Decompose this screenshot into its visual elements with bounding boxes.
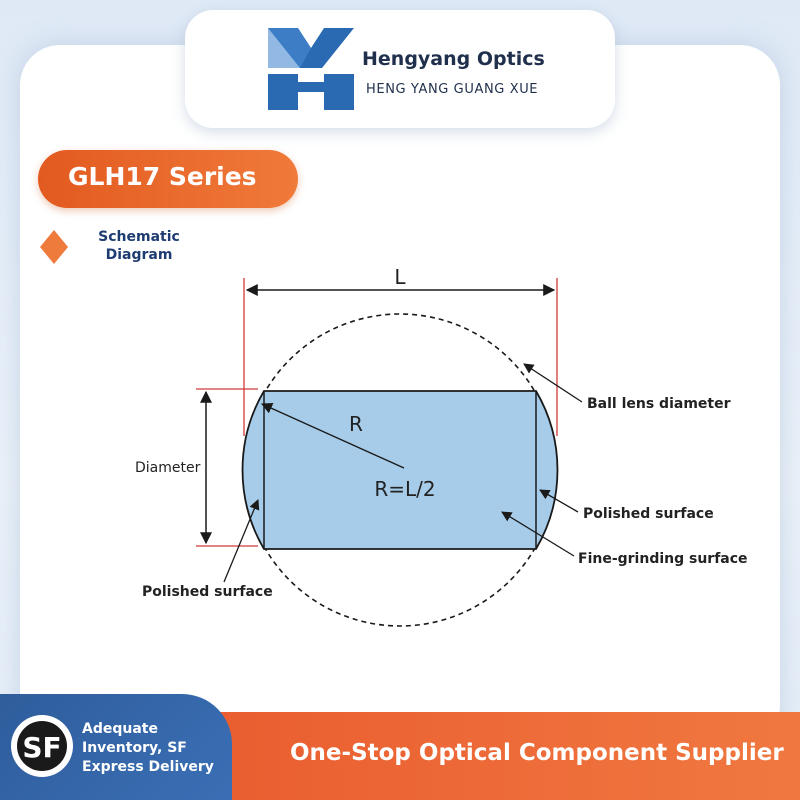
sf-express-icon: SF bbox=[11, 715, 73, 777]
radius-formula: R=L/2 bbox=[374, 477, 435, 501]
footer-slogan: One-Stop Optical Component Supplier bbox=[290, 740, 784, 766]
fine-grinding-label: Fine-grinding surface bbox=[578, 551, 748, 567]
polished-surface-right-label: Polished surface bbox=[583, 506, 714, 522]
polished-surface-left-label: Polished surface bbox=[142, 584, 273, 600]
header-panel bbox=[185, 10, 615, 128]
brand-name: Hengyang Optics bbox=[362, 48, 545, 70]
diameter-label: Diameter bbox=[135, 460, 201, 476]
lens-body bbox=[241, 390, 559, 550]
footer-text-line1: Adequate bbox=[82, 721, 158, 737]
schematic-diagram-label: Schematic Diagram bbox=[84, 228, 194, 264]
svg-text:SF: SF bbox=[22, 731, 61, 764]
footer-text-line2: Inventory, SF bbox=[82, 740, 187, 756]
ball-lens-leader bbox=[523, 363, 583, 403]
fine-grinding-leader bbox=[501, 511, 575, 557]
brand-subtitle: HENG YANG GUANG XUE bbox=[366, 82, 539, 97]
ball-lens-diameter-label: Ball lens diameter bbox=[587, 396, 731, 412]
polished-left-leader bbox=[223, 499, 260, 583]
series-title: GLH17 Series bbox=[68, 162, 257, 191]
footer-text-line3: Express Delivery bbox=[82, 759, 214, 775]
hengyang-hy-logo-icon bbox=[268, 28, 354, 110]
schematic-label-line2: Diagram bbox=[105, 247, 173, 263]
radius-label: R bbox=[349, 412, 363, 436]
series-badge bbox=[38, 150, 298, 208]
polished-right-leader bbox=[539, 489, 579, 513]
radius-line bbox=[260, 403, 405, 469]
l-dimension-label: L bbox=[394, 265, 406, 289]
schematic-label-line1: Schematic bbox=[98, 229, 180, 245]
diamond-bullet-icon bbox=[40, 230, 68, 264]
footer-delivery-text: Adequate Inventory, SF Express Delivery bbox=[82, 720, 230, 777]
